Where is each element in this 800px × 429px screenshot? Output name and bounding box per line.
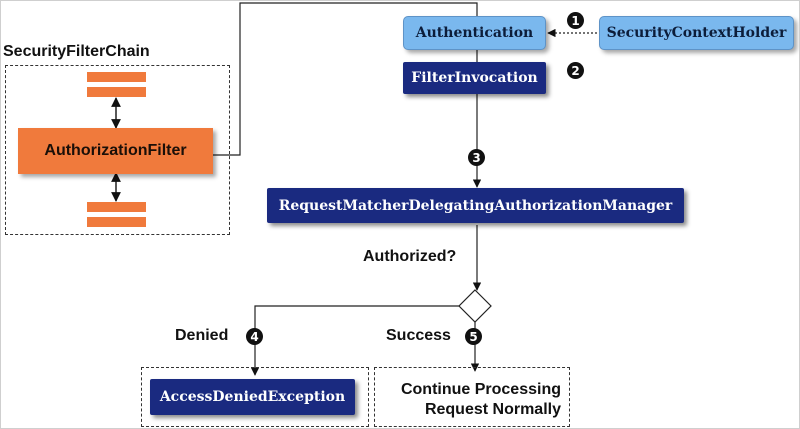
- decision-diamond: [458, 289, 492, 323]
- authentication-box: Authentication: [403, 16, 546, 50]
- success-outcome-line2: Request Normally: [424, 401, 561, 418]
- step-badge-2: 2: [567, 62, 584, 79]
- step-badge-5: 5: [465, 328, 482, 345]
- step-badge-3: 3: [468, 149, 485, 166]
- access-denied-exception-box: AccessDeniedException: [150, 379, 355, 415]
- success-outcome-text: Continue Processing Request Normally: [379, 380, 561, 420]
- authorization-filter: AuthorizationFilter: [18, 128, 213, 174]
- success-outcome-group: [374, 367, 570, 427]
- authorization-manager-box: RequestMatcherDelegatingAuthorizationMan…: [267, 188, 684, 223]
- authorized-question: Authorized?: [363, 248, 457, 265]
- step-badge-1: 1: [567, 12, 584, 29]
- denied-outcome-group: [141, 367, 369, 427]
- step-badge-4: 4: [246, 328, 263, 345]
- filter-chip: [87, 217, 146, 227]
- filter-chip: [87, 72, 146, 82]
- filter-chip: [87, 202, 146, 212]
- success-outcome-line1: Continue Processing: [400, 381, 561, 398]
- denied-label: Denied: [175, 327, 229, 344]
- filter-chip: [87, 87, 146, 97]
- success-label: Success: [386, 327, 451, 344]
- security-context-holder-box: SecurityContextHolder: [599, 16, 794, 50]
- filter-chain-title: SecurityFilterChain: [3, 43, 150, 60]
- denied-branch-line: [250, 305, 459, 376]
- filter-chain-group: [5, 65, 230, 235]
- filter-invocation-box: FilterInvocation: [403, 62, 546, 94]
